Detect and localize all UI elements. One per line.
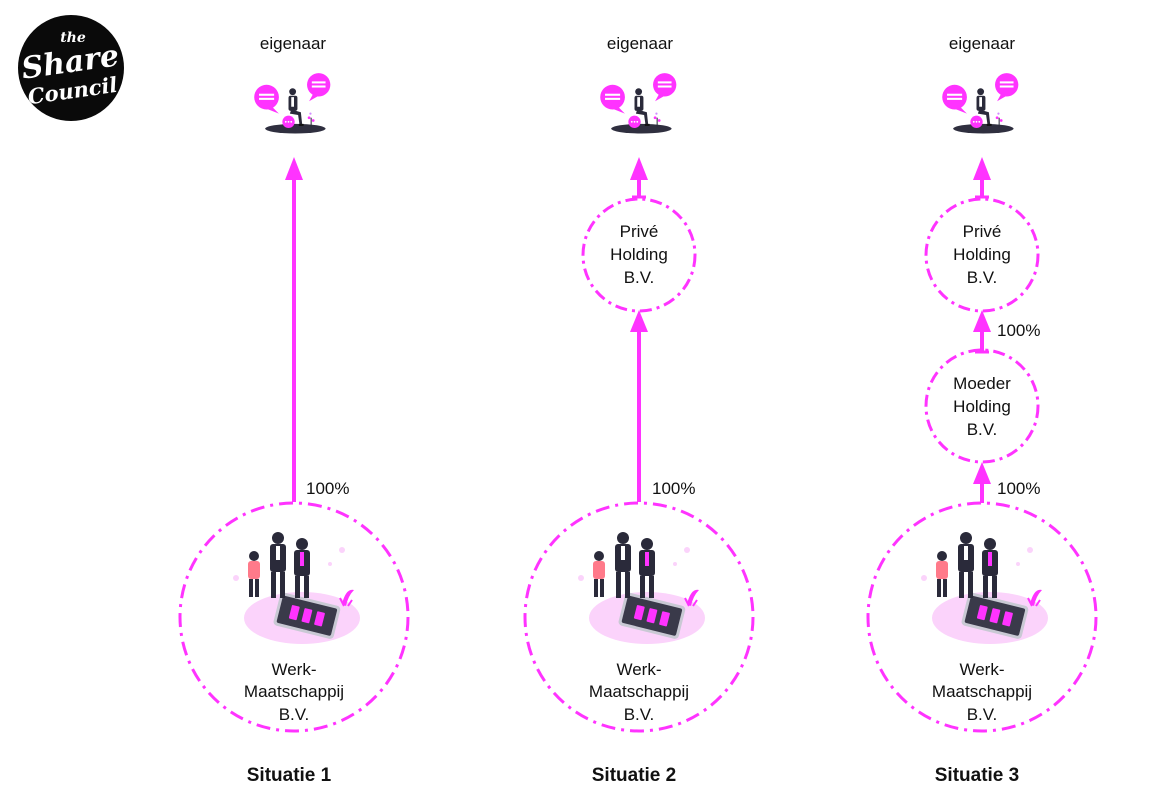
situation-title: Situatie 1 (247, 765, 332, 786)
ownership-percentage: 100% (997, 479, 1040, 498)
column-situatie-3: eigenaar Privé Holding B.V. 100% Moeder … (866, 34, 1098, 786)
node-label-line: Holding (953, 397, 1011, 416)
column-situatie-1: eigenaar 100% Werk- Maatschappij B.V. Si… (178, 34, 410, 786)
team-illustration (232, 531, 361, 645)
node-label-line: B.V. (967, 268, 998, 287)
node-label-line: B.V. (967, 705, 998, 724)
owner-illustration (941, 72, 1019, 135)
team-illustration (920, 531, 1049, 645)
node-label-line: Privé (963, 222, 1002, 241)
node-label-line: B.V. (624, 268, 655, 287)
work-company-node: Werk- Maatschappij B.V. (523, 501, 755, 733)
ownership-arrow (630, 310, 648, 502)
mother-to-holding-arrow (973, 310, 991, 354)
node-label-line: Moeder (953, 374, 1011, 393)
owner-label: eigenaar (607, 34, 674, 53)
private-holding-node: Privé Holding B.V. (924, 197, 1040, 313)
owner-label: eigenaar (260, 34, 327, 53)
node-label-line: B.V. (624, 705, 655, 724)
situation-title: Situatie 2 (592, 765, 676, 786)
share-council-logo: the Share Council (18, 15, 124, 121)
ownership-arrow (285, 157, 303, 502)
situation-title: Situatie 3 (935, 765, 1019, 786)
svg-text:the: the (60, 30, 86, 46)
private-holding-node: Privé Holding B.V. (581, 197, 697, 313)
node-label-line: B.V. (279, 705, 310, 724)
owner-illustration (253, 72, 331, 135)
mother-holding-node: Moeder Holding B.V. (924, 348, 1040, 464)
ownership-percentage: 100% (997, 321, 1040, 340)
owner-label: eigenaar (949, 34, 1016, 53)
ownership-percentage: 100% (652, 479, 695, 498)
holding-to-owner-arrow (973, 157, 991, 199)
node-label-line: Maatschappij (244, 682, 344, 701)
node-label-line: Holding (953, 245, 1011, 264)
node-label-line: Holding (610, 245, 668, 264)
ownership-arrow (973, 462, 991, 503)
node-label-line: B.V. (967, 420, 998, 439)
column-situatie-2: eigenaar Privé Holding B.V. 100% Werk- M… (523, 34, 755, 786)
node-label-line: Privé (620, 222, 659, 241)
node-label-line: Werk- (271, 660, 316, 679)
ownership-percentage: 100% (306, 479, 349, 498)
work-company-node: Werk- Maatschappij B.V. (178, 501, 410, 733)
node-label-line: Werk- (616, 660, 661, 679)
node-label-line: Werk- (959, 660, 1004, 679)
owner-illustration (599, 72, 677, 135)
node-label-line: Maatschappij (932, 682, 1032, 701)
work-company-node: Werk- Maatschappij B.V. (866, 501, 1098, 733)
node-label-line: Maatschappij (589, 682, 689, 701)
team-illustration (577, 531, 706, 645)
holding-to-owner-arrow (630, 157, 648, 199)
